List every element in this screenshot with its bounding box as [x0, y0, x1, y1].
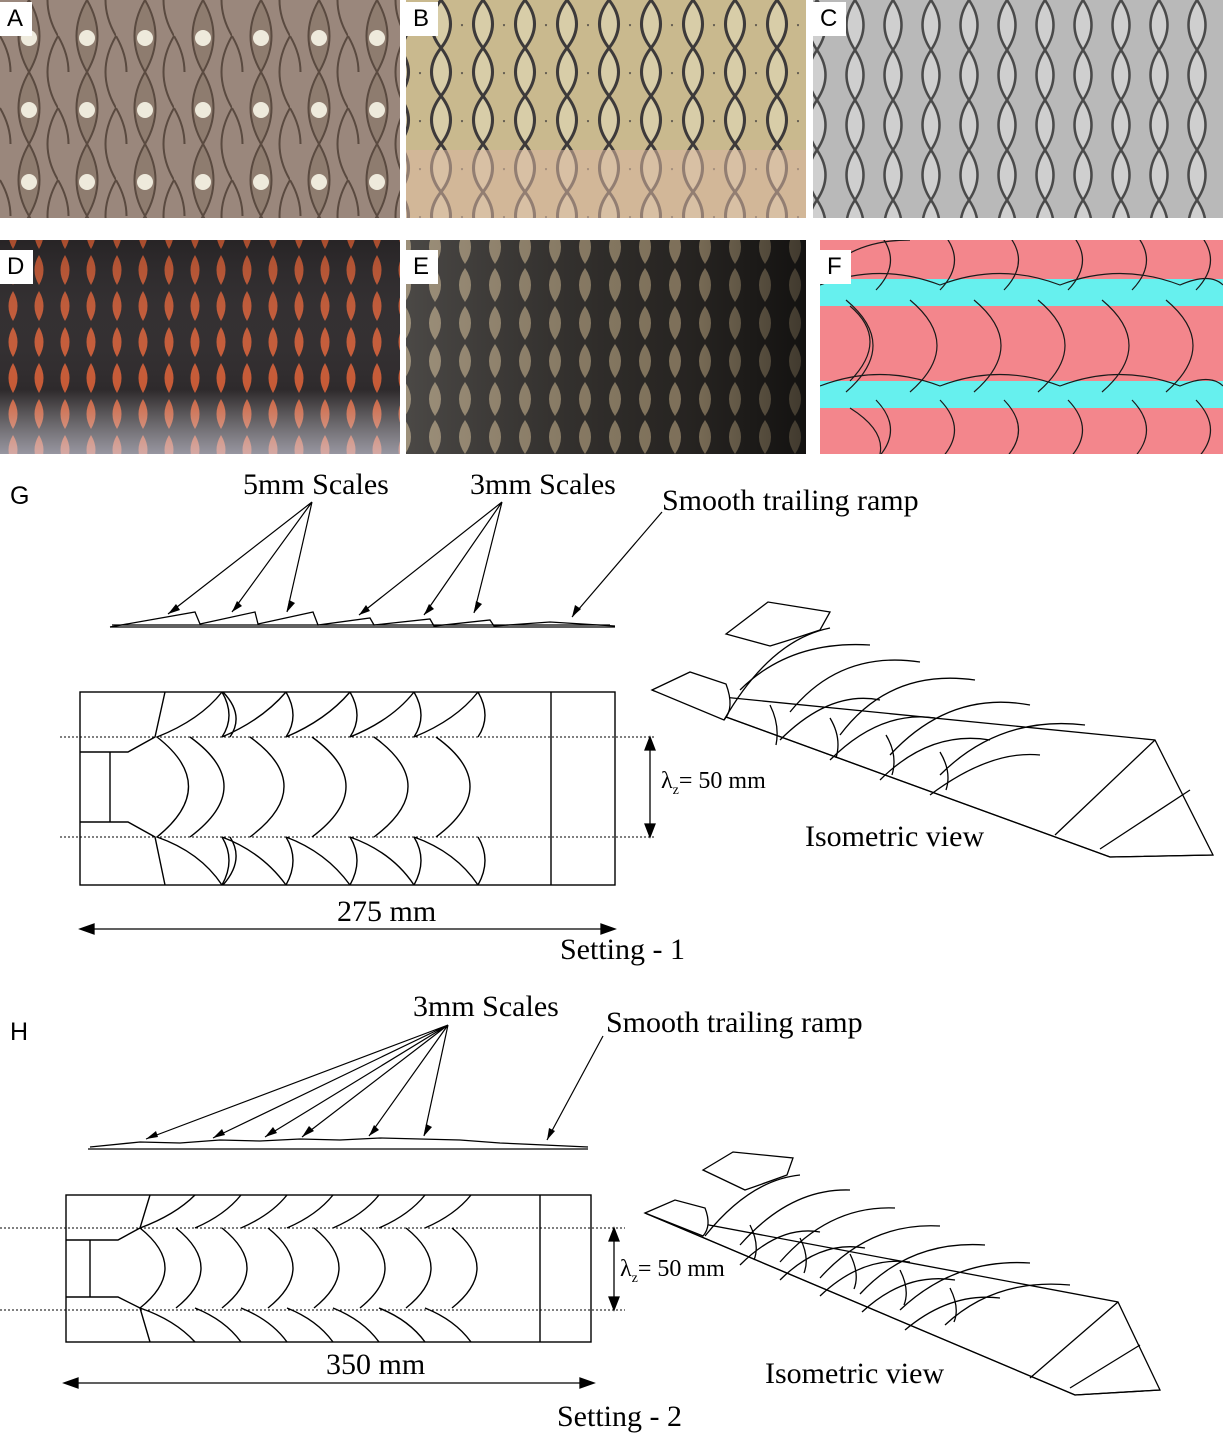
panel-e-photo: [406, 240, 806, 454]
setting2-top-view: [65, 1194, 592, 1343]
setting1-top-view: [79, 691, 616, 886]
setting2-side-profile: [88, 1137, 589, 1150]
setting2-lambda-label: λz= 50 mm: [620, 1256, 725, 1286]
setting2-label-ramp: Smooth trailing ramp: [606, 1006, 863, 1039]
panel-c-photo: [813, 0, 1223, 218]
setting2-label-3mm: 3mm Scales: [413, 990, 559, 1023]
setting2-dotted-lines: [0, 1227, 625, 1311]
panel-label-g: G: [10, 482, 30, 510]
setting1-caption: Setting - 1: [560, 933, 685, 966]
setting2-iso-label: Isometric view: [765, 1357, 945, 1390]
panel-label-d: D: [0, 250, 34, 284]
panel-label-f: F: [820, 250, 851, 284]
panel-f-schematic: [820, 240, 1223, 454]
setting2-isometric-view: [643, 1151, 1162, 1396]
setting1-isometric-view: [650, 601, 1215, 858]
panel-b-photo: [406, 0, 806, 218]
panel-d-photo: [0, 240, 400, 454]
panel-label-b: B: [406, 2, 439, 36]
setting2-leader-lines: [145, 1024, 604, 1141]
setting1-length-label: 275 mm: [337, 895, 437, 928]
setting1-leader-lines: [167, 501, 663, 618]
setting1-arrowheads: [168, 600, 581, 617]
setting2-arrowheads: [146, 1124, 555, 1140]
panel-label-e: E: [406, 250, 439, 284]
setting1-lambda-label: λz= 50 mm: [661, 768, 766, 798]
setting1-length-arrow: [78, 923, 617, 935]
panel-label-c: C: [813, 2, 847, 36]
panel-label-a: A: [0, 2, 33, 36]
setting1-label-3mm: 3mm Scales: [470, 468, 616, 501]
setting2-lambda-arrow: [608, 1226, 620, 1312]
setting1-label-5mm: 5mm Scales: [243, 468, 389, 501]
setting2-caption: Setting - 2: [557, 1400, 682, 1433]
setting2-length-arrow: [62, 1377, 596, 1389]
panel-a-photo: [0, 0, 400, 218]
setting1-iso-label: Isometric view: [805, 820, 985, 853]
setting2-length-label: 350 mm: [326, 1348, 426, 1381]
setting1-label-ramp: Smooth trailing ramp: [662, 484, 919, 517]
panel-label-h: H: [10, 1018, 29, 1046]
setting1-lambda-arrow: [644, 735, 656, 839]
setting1-dotted-lines: [60, 736, 655, 838]
setting1-side-profile: [109, 611, 616, 628]
